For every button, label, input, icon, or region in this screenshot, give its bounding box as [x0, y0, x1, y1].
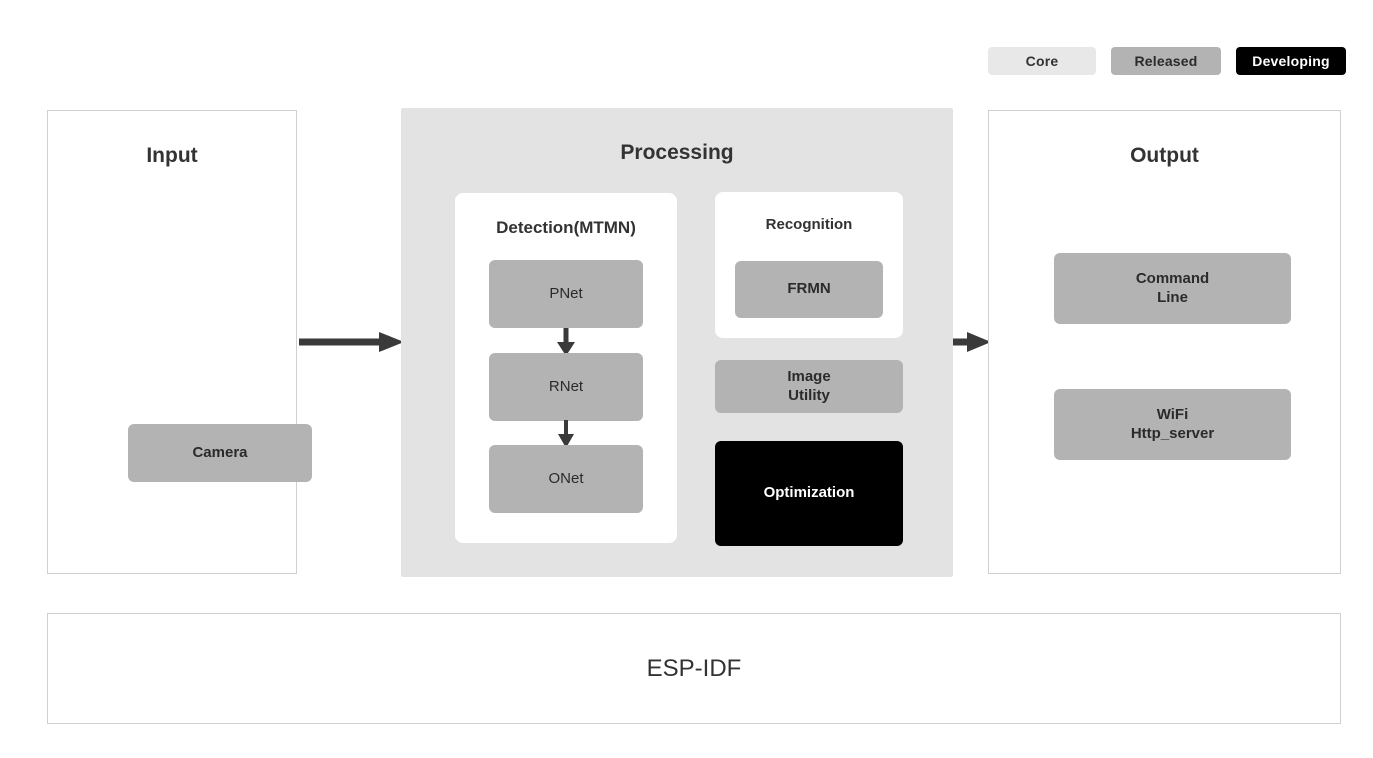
node-image-utility: Image Utility [715, 360, 903, 413]
stage-panel-output: Output [988, 110, 1341, 574]
node-onet: ONet [489, 445, 643, 513]
arrow-processing-to-output [953, 332, 991, 352]
subpanel-title-recognition: Recognition [765, 216, 853, 233]
footer-panel-espidf: ESP-IDF [47, 613, 1341, 724]
stage-title-input: Input [146, 144, 198, 167]
node-wifi-http-server: WiFi Http_server [1054, 389, 1291, 460]
node-optimization: Optimization [715, 441, 903, 546]
stage-panel-input: Input Camera [47, 110, 312, 574]
stage-title-processing: Processing [620, 141, 734, 164]
node-pnet: PNet [489, 260, 643, 328]
legend-chip-released: Released [1111, 47, 1221, 75]
arrow-input-to-processing [299, 332, 404, 352]
node-frmn: FRMN [735, 261, 883, 318]
node-rnet: RNet [489, 353, 643, 421]
footer-title: ESP-IDF [646, 654, 742, 682]
node-camera: Camera [128, 424, 312, 482]
subpanel-title-detection: Detection(MTMN) [496, 218, 636, 237]
legend-chip-core: Core [988, 47, 1096, 75]
node-command-line: Command Line [1054, 253, 1291, 324]
arrow-rnet-to-onet [558, 420, 574, 448]
stage-title-output: Output [1130, 144, 1199, 167]
arrow-pnet-to-rnet [557, 328, 575, 356]
legend-chip-developing: Developing [1236, 47, 1346, 75]
legend: Core Released Developing [988, 47, 1346, 75]
